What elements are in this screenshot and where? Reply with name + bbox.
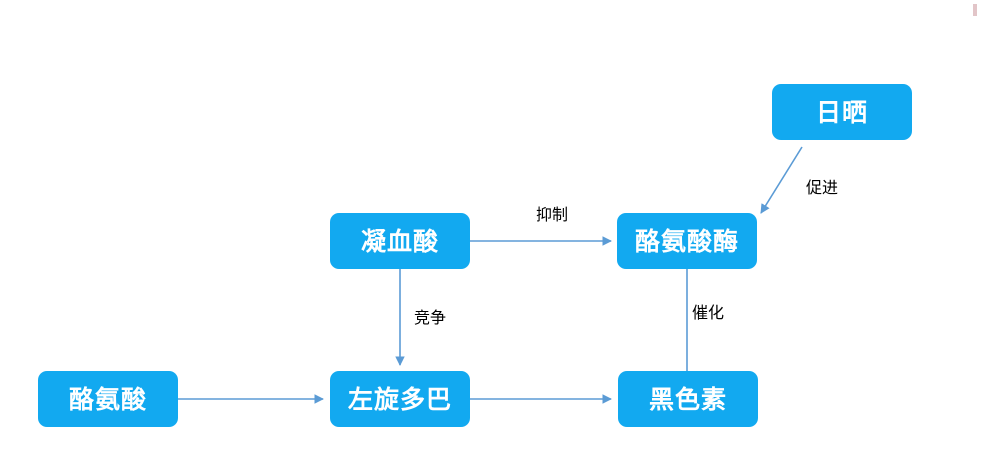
- node-tyrosinase-label: 酪氨酸酶: [634, 226, 739, 256]
- edge-label-inhibit: 抑制: [536, 205, 569, 224]
- edge-sun-to-tyrosinase: [760, 146, 803, 214]
- node-melanin[interactable]: 黑色素: [618, 371, 758, 427]
- node-tyrosine[interactable]: 酪氨酸: [38, 371, 178, 427]
- node-tranexamic-acid[interactable]: 凝血酸: [330, 213, 470, 269]
- node-levodopa-label: 左旋多巴: [347, 384, 452, 414]
- edge-label-catalyze: 催化: [692, 303, 725, 322]
- node-tranexamic-acid-label: 凝血酸: [360, 226, 439, 256]
- node-sun-exposure-label: 日晒: [815, 97, 868, 127]
- node-levodopa[interactable]: 左旋多巴: [330, 371, 470, 427]
- node-tyrosine-label: 酪氨酸: [68, 384, 147, 414]
- corner-artifact: [973, 4, 977, 16]
- node-sun-exposure[interactable]: 日晒: [772, 84, 912, 140]
- node-tyrosinase[interactable]: 酪氨酸酶: [617, 213, 757, 269]
- node-melanin-label: 黑色素: [648, 384, 727, 414]
- edge-label-promote: 促进: [806, 178, 839, 197]
- edge-label-compete: 竞争: [414, 308, 447, 327]
